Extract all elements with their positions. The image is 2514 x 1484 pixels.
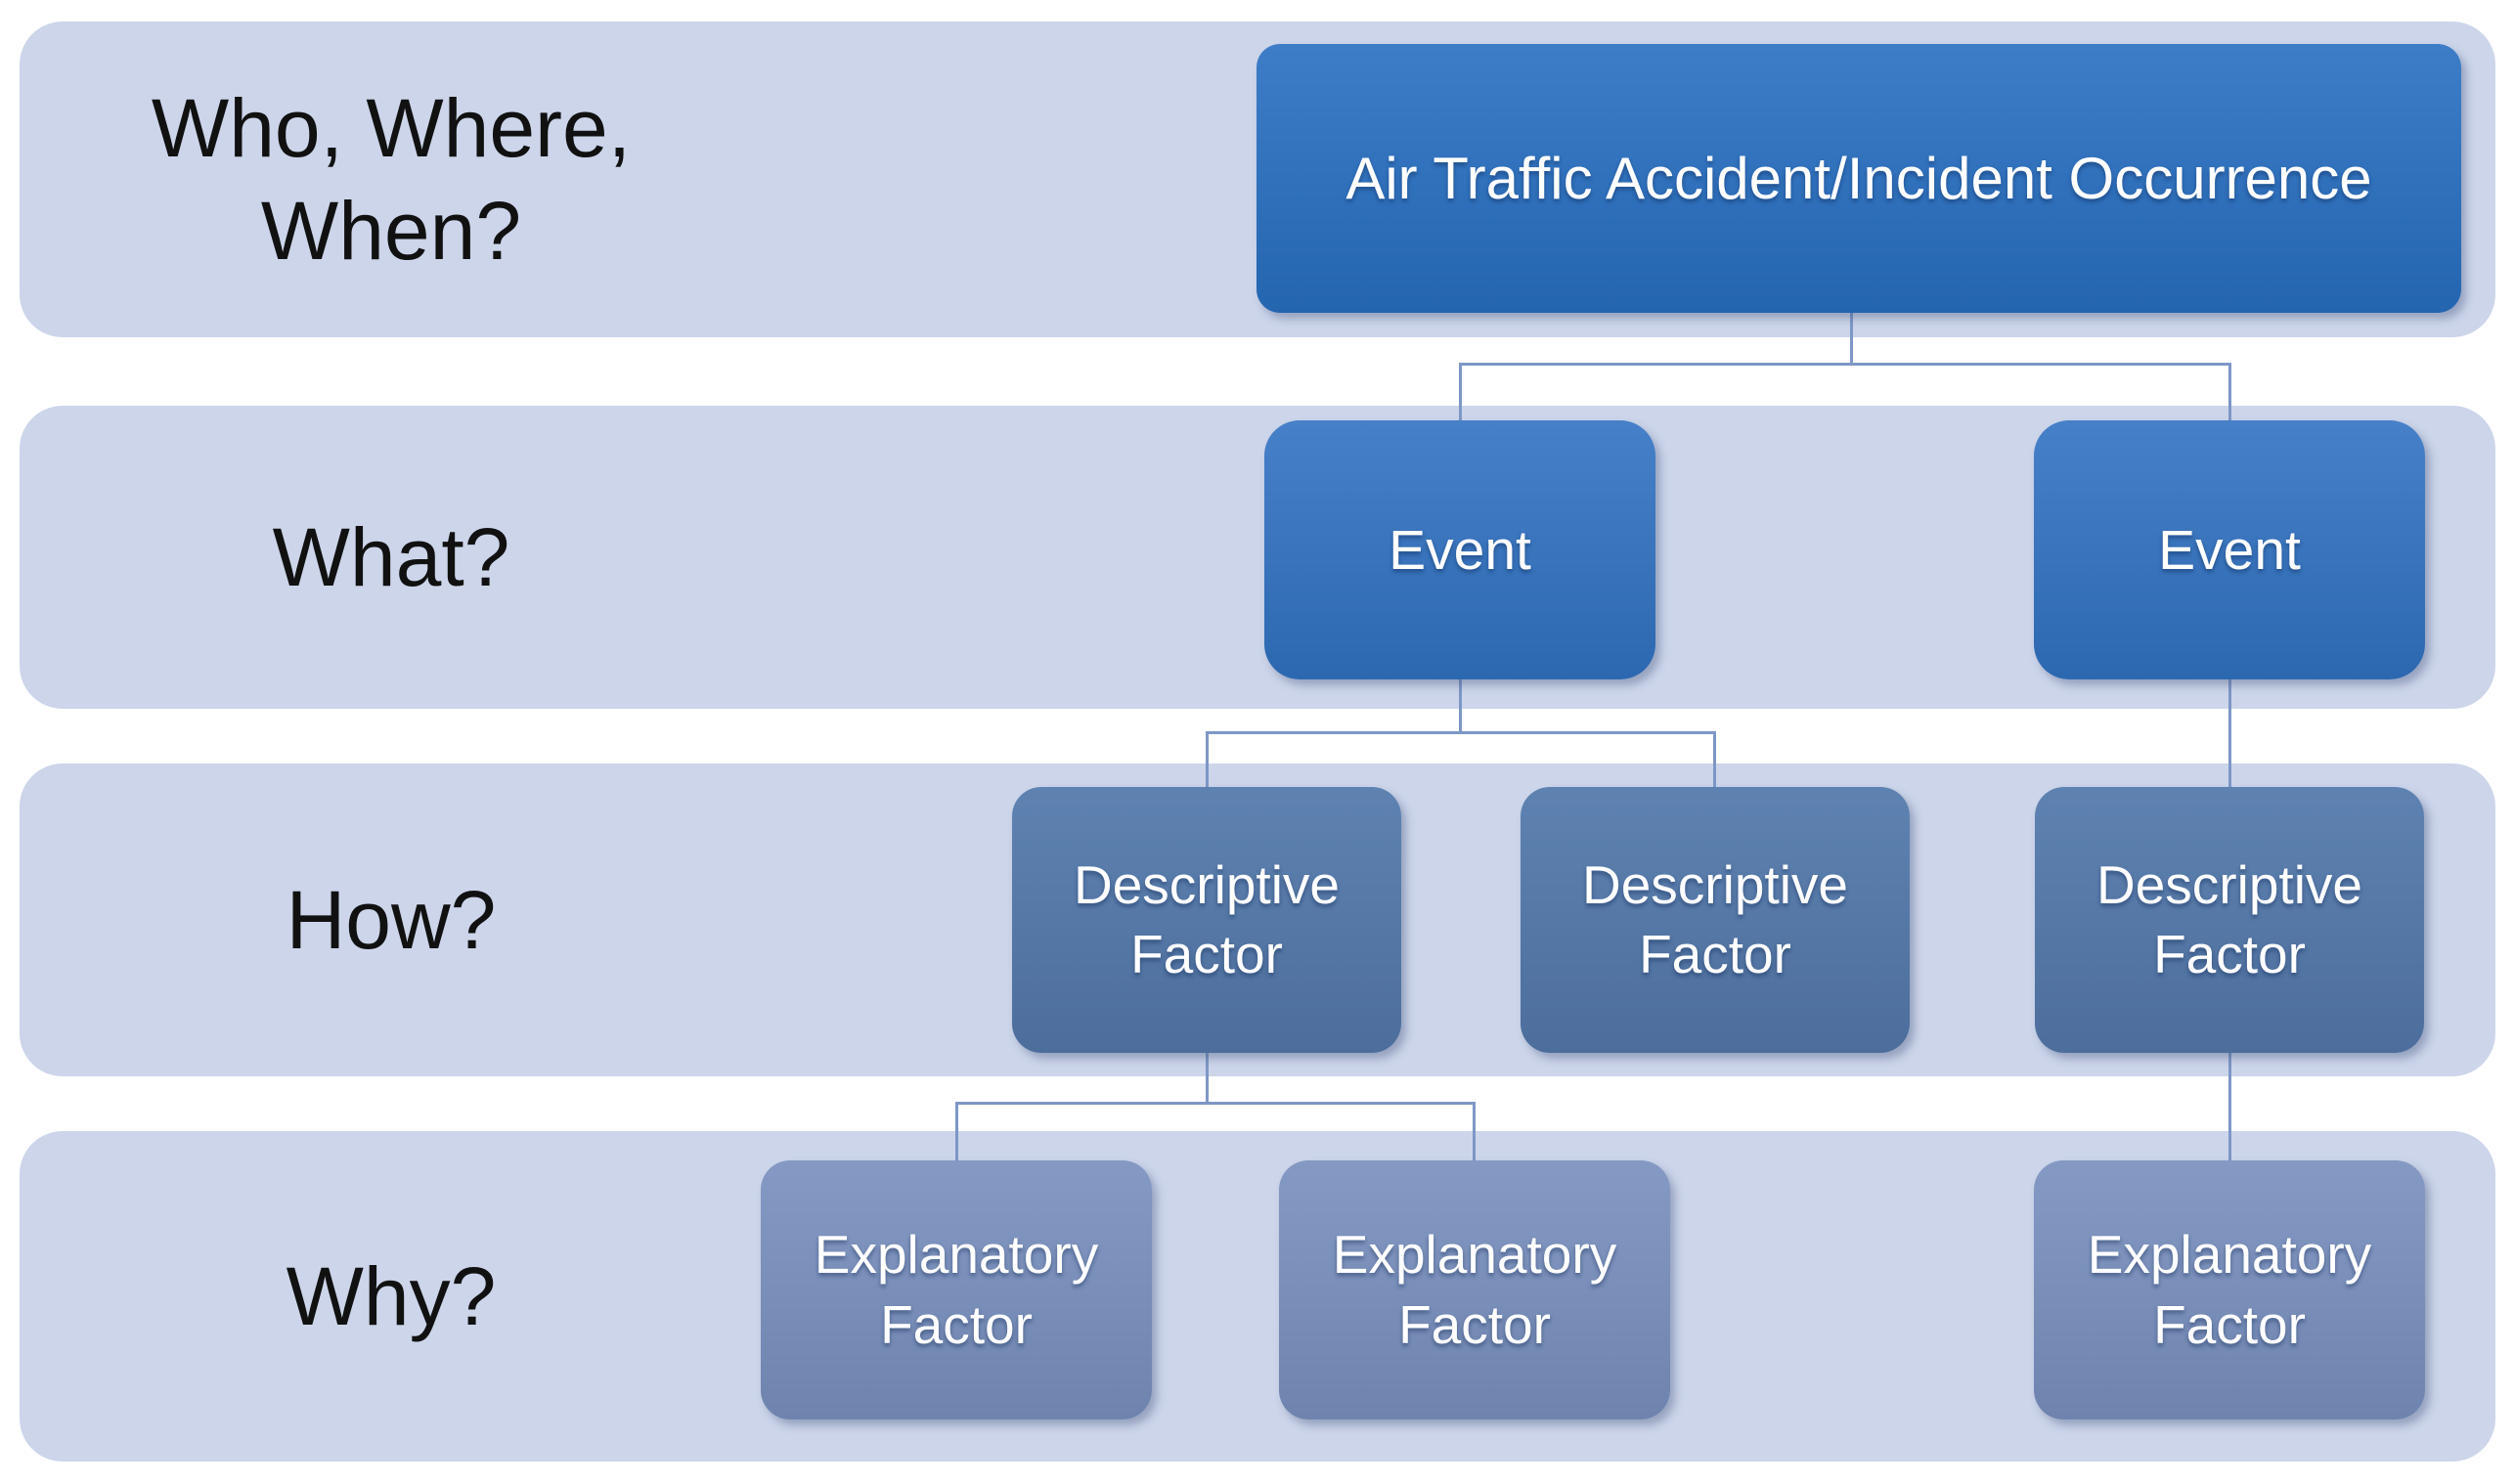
connector-explanatory-hbar	[955, 1102, 1476, 1105]
connector-event2-to-df3	[2228, 679, 2231, 787]
node-label: Event	[1389, 518, 1531, 582]
connector-df3-to-ef3	[2228, 1053, 2231, 1160]
connector-df2-drop	[1713, 731, 1716, 787]
node-root-occurrence: Air Traffic Accident/Incident Occurrence	[1257, 44, 2461, 313]
connector-df1-drop	[1206, 731, 1209, 787]
node-label-line: Factor	[1398, 1293, 1551, 1355]
node-label: Event	[2158, 518, 2301, 582]
node-label-line: Descriptive	[1073, 853, 1341, 915]
row-label-line: What?	[272, 510, 510, 603]
connector-descriptive-hbar	[1206, 731, 1716, 734]
connector-df1-stem	[1206, 1053, 1209, 1104]
node-label-line: Factor	[2153, 1293, 2306, 1355]
connector-ef2-drop	[1473, 1102, 1476, 1160]
node-explanatory-factor-3: Explanatory Factor	[2034, 1160, 2425, 1419]
node-label-line: Descriptive	[2095, 853, 2363, 915]
node-event-2: Event	[2034, 420, 2425, 679]
node-label-line: Explanatory	[1332, 1224, 1617, 1285]
node-event-1: Event	[1264, 420, 1655, 679]
node-label-line: Factor	[1639, 924, 1791, 984]
node-label-line: Factor	[880, 1293, 1033, 1355]
row-label-line: Why?	[286, 1249, 497, 1342]
connector-events-hbar	[1459, 363, 2231, 366]
node-label-line: Explanatory	[2087, 1224, 2372, 1285]
node-label: Air Traffic Accident/Incident Occurrence	[1345, 146, 2372, 211]
connector-event2-drop	[2228, 363, 2231, 420]
node-explanatory-factor-1: Explanatory Factor	[761, 1160, 1152, 1419]
node-descriptive-factor-2: Descriptive Factor	[1521, 787, 1910, 1053]
connector-root-stem	[1850, 313, 1853, 365]
node-label-line: Factor	[1130, 924, 1283, 984]
row-label-what: What?	[98, 406, 684, 709]
connector-event1-stem	[1459, 679, 1462, 733]
row-label-line: How?	[286, 873, 497, 966]
connector-ef1-drop	[955, 1102, 958, 1160]
row-label-line: When?	[260, 184, 522, 277]
node-label-line: Descriptive	[1581, 853, 1849, 915]
row-label-who-where-when: Who, Where, When?	[98, 22, 684, 337]
connector-event1-drop	[1459, 363, 1462, 420]
node-label-line: Factor	[2153, 924, 2306, 984]
row-label-why: Why?	[98, 1131, 684, 1462]
node-descriptive-factor-1: Descriptive Factor	[1012, 787, 1401, 1053]
row-label-line: Who, Where,	[151, 82, 632, 175]
node-explanatory-factor-2: Explanatory Factor	[1279, 1160, 1670, 1419]
node-descriptive-factor-3: Descriptive Factor	[2035, 787, 2424, 1053]
row-label-how: How?	[98, 764, 684, 1076]
node-label-line: Explanatory	[814, 1224, 1099, 1285]
